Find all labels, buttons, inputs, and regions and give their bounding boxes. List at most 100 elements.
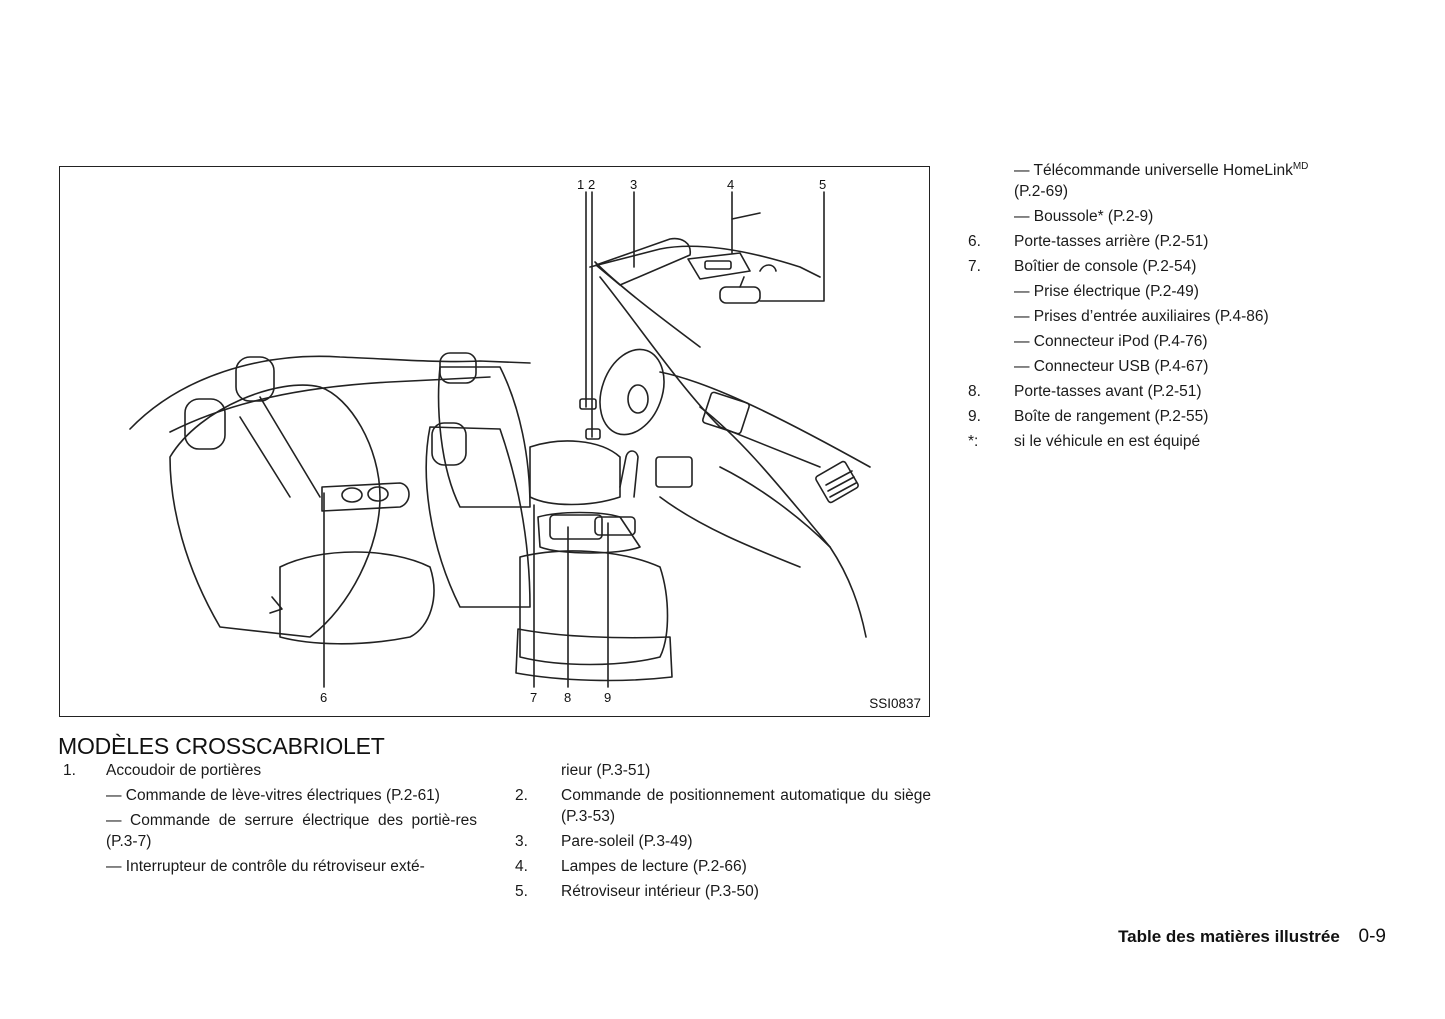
- item-text: Accoudoir de portières: [106, 762, 262, 779]
- roof-edge: [731, 212, 761, 220]
- continued-text: rieur (P.3-51): [561, 762, 651, 779]
- list-item-6: 6. Porte-tasses arrière (P.2-51): [968, 231, 1388, 252]
- homelink-ref: (P.2-69): [1014, 183, 1068, 200]
- callout-7: 7: [530, 690, 538, 705]
- glovebox: [719, 466, 831, 548]
- rear-seat-tongue: [269, 596, 283, 614]
- list-item-4: 4. Lampes de lecture (P.2-66): [515, 856, 931, 877]
- item-number: 4.: [515, 858, 528, 875]
- footnote-text: si le véhicule en est équipé: [1014, 433, 1201, 450]
- callout-8: 8: [564, 690, 572, 705]
- list-item-2: 2. Commande de positionnement automatiqu…: [515, 785, 931, 827]
- item-text: Commande de positionnement automatique d…: [561, 787, 931, 825]
- item-text: Boîtier de console (P.2-54): [1014, 258, 1197, 275]
- rear-view-mirror-shape: [719, 286, 761, 304]
- callout-6: 6: [320, 690, 328, 705]
- list-item-5: 5. Rétroviseur intérieur (P.3-50): [515, 881, 931, 902]
- list-item-9: 9. Boîte de rangement (P.2-55): [968, 406, 1388, 427]
- sub-item-compass: — Boussole* (P.2-9): [1014, 208, 1154, 225]
- door-switch: [585, 428, 601, 440]
- homelink-text: — Télécommande universelle HomeLink: [1014, 162, 1293, 179]
- rear-quarter-line: [169, 376, 491, 433]
- callout-3: 3: [630, 177, 638, 192]
- sub-item: — Connecteur iPod (P.4-76): [1014, 333, 1208, 350]
- figure-code: SSI0837: [869, 696, 921, 711]
- seat-belt-a: [239, 416, 291, 498]
- sun-visor-shape: [595, 237, 692, 286]
- windshield-header: [589, 245, 821, 278]
- legend-column-right: — Télécommande universelle HomeLinkMD (P…: [968, 160, 1388, 456]
- shift-lever: [619, 450, 639, 498]
- item-number: 5.: [515, 883, 528, 900]
- rear-cup-2: [367, 486, 389, 502]
- center-vent: [815, 460, 859, 504]
- interior-illustration: 1 2 3 4 5 6 7 8 9 SSI0837: [59, 166, 930, 717]
- vent-slats: [825, 470, 857, 498]
- list-item-8: 8. Porte-tasses avant (P.2-51): [968, 381, 1388, 402]
- driver-seat-back: [425, 426, 531, 608]
- list-item-3: 3. Pare-soleil (P.3-49): [515, 831, 931, 852]
- callout-5: 5: [819, 177, 827, 192]
- car-interior-drawing: [129, 191, 871, 688]
- rear-headrest-right: [235, 356, 275, 402]
- item-number: 6.: [968, 233, 981, 250]
- item-number: 8.: [968, 383, 981, 400]
- dash-lower: [659, 496, 801, 568]
- callout-2: 2: [588, 177, 596, 192]
- navigation-screen: [702, 391, 750, 435]
- roof-line: [594, 261, 701, 348]
- body-side-line: [129, 355, 531, 430]
- sub-item-homelink: — Télécommande universelle HomeLinkMD (P…: [968, 160, 1388, 202]
- center-console: [537, 511, 641, 554]
- steering-hub: [627, 384, 649, 414]
- mirror-stem: [739, 276, 745, 288]
- list-item-7: 7. Boîtier de console (P.2-54): [968, 256, 1388, 277]
- item-text: Pare-soleil (P.3-49): [561, 833, 693, 850]
- footnote: *: si le véhicule en est équipé: [968, 431, 1388, 452]
- page-number: 0-9: [1358, 926, 1386, 947]
- legend-column-middle: rieur (P.3-51) 2. Commande de positionne…: [515, 760, 931, 906]
- steering-wheel: [599, 348, 665, 436]
- driver-seat-cushion: [519, 550, 669, 666]
- front-cup-holder: [594, 516, 636, 536]
- seat-switch: [579, 398, 597, 410]
- item-text: Porte-tasses avant (P.2-51): [1014, 383, 1202, 400]
- a-pillar: [599, 276, 821, 468]
- sub-item: — Commande de lève-vitres électriques (P…: [106, 787, 440, 804]
- footer-title: Table des matières illustrée: [1118, 927, 1340, 946]
- callout-4: 4: [727, 177, 735, 192]
- item-number: 7.: [968, 258, 981, 275]
- rear-seat-cushion: [279, 551, 435, 645]
- climate-panel: [655, 456, 693, 488]
- page-footer: Table des matières illustrée 0-9: [1118, 926, 1386, 948]
- item-text: Porte-tasses arrière (P.2-51): [1014, 233, 1209, 250]
- footnote-marker: *:: [968, 433, 979, 450]
- sub-item: — Interrupteur de contrôle du rétroviseu…: [106, 858, 425, 875]
- map-lamp-shape: [687, 252, 751, 280]
- item-text: Boîte de rangement (P.2-55): [1014, 408, 1209, 425]
- rear-headrest-left: [184, 398, 226, 450]
- section-title: MODÈLES CROSSCABRIOLET: [58, 733, 385, 759]
- rear-cup-1: [341, 487, 363, 503]
- front-headrest: [439, 352, 477, 384]
- sub-item: — Prises d’entrée auxiliaires (P.4-86): [1014, 308, 1269, 325]
- item-number: 1.: [63, 762, 76, 779]
- list-item-1: 1. Accoudoir de portières: [60, 760, 477, 781]
- homelink-superscript: MD: [1292, 161, 1309, 172]
- front-seat-cushion: [529, 440, 621, 506]
- sub-item: — Prise électrique (P.2-49): [1014, 283, 1199, 300]
- map-lamp-lens: [704, 260, 732, 270]
- legend-column-left: 1. Accoudoir de portières — Commande de …: [60, 760, 477, 881]
- rear-armrest: [321, 482, 410, 512]
- rear-seat-back: [169, 384, 381, 638]
- console-box: [549, 514, 603, 540]
- dashboard-face: [699, 406, 867, 638]
- leader-5: [759, 191, 825, 302]
- item-text: Rétroviseur intérieur (P.3-50): [561, 883, 759, 900]
- driver-headrest: [431, 422, 467, 466]
- callout-9: 9: [604, 690, 612, 705]
- seat-belt-b: [259, 396, 321, 498]
- item-text: Lampes de lecture (P.2-66): [561, 858, 747, 875]
- seat-base: [515, 628, 673, 682]
- item-number: 3.: [515, 833, 528, 850]
